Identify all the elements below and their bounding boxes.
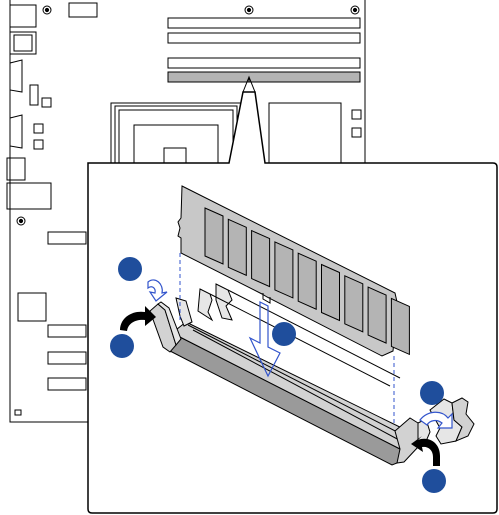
- cpu-socket-frame: [115, 106, 237, 166]
- screw-hole-icon: [17, 217, 25, 225]
- callout-4: [420, 381, 444, 405]
- board-led: [15, 410, 21, 415]
- side-connector: [7, 183, 51, 209]
- dimm-slot-board-highlighted: [168, 72, 360, 82]
- memory-chip: [368, 287, 386, 343]
- board-header: [48, 325, 86, 337]
- cpu-socket-frame: [111, 103, 241, 165]
- callout-1: [118, 257, 142, 281]
- screw-hole-icon: [351, 6, 359, 14]
- board-header: [48, 352, 86, 364]
- rear-connector: [69, 3, 97, 17]
- callout-2: [110, 334, 134, 358]
- dimm-slot-board: [168, 33, 360, 43]
- small-header: [352, 128, 361, 137]
- callout-3: [272, 322, 296, 346]
- serial-port: [10, 60, 22, 92]
- dimm-slot-board: [168, 58, 360, 68]
- board-chip: [18, 293, 46, 321]
- small-header: [34, 124, 43, 133]
- small-header: [352, 110, 361, 119]
- memory-chip: [205, 208, 223, 264]
- board-header: [48, 232, 86, 244]
- cpu-socket-frame: [119, 110, 233, 166]
- memory-chip: [345, 276, 363, 332]
- cpu-socket: [134, 125, 218, 165]
- dimm-slot-board: [168, 18, 360, 28]
- screw-hole-icon: [245, 6, 253, 14]
- callout-5: [422, 469, 446, 493]
- rear-connector: [10, 5, 36, 27]
- board-header: [48, 378, 86, 390]
- memory-chip: [275, 242, 293, 298]
- memory-chip: [228, 219, 246, 275]
- memory-chip: [322, 265, 340, 321]
- screw-hole-icon: [43, 6, 51, 14]
- serial-port: [10, 115, 22, 148]
- small-header: [42, 98, 51, 107]
- chipset: [269, 103, 341, 163]
- memory-chip: [391, 298, 409, 354]
- memory-chip: [298, 253, 316, 309]
- memory-chip: [252, 231, 270, 287]
- rear-connector-inner: [14, 35, 32, 51]
- small-header: [34, 140, 43, 149]
- small-header: [30, 85, 38, 105]
